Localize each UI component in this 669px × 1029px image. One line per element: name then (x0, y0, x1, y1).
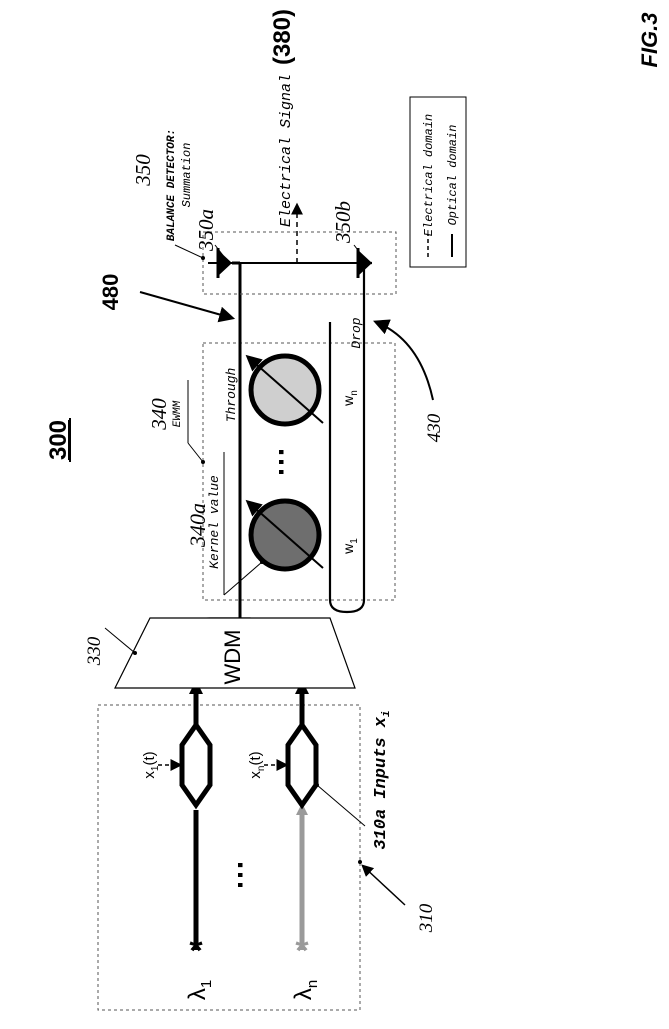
ring-ref: 340a (185, 503, 210, 548)
pd-a-ref: 350a (194, 209, 218, 252)
input-block-ref-arrow (361, 864, 406, 906)
through-label: Through (224, 368, 239, 423)
lambda-n-label: λn (290, 980, 321, 1000)
modulator-1 (179, 720, 213, 810)
legend-optical-label: Optical domain (446, 125, 460, 226)
drop-ref-arrow (373, 319, 434, 401)
inputs-label: 310a Inputs xi (372, 710, 393, 849)
legend-box (409, 96, 467, 268)
modulator-n (285, 720, 319, 810)
detector-frame (202, 231, 397, 295)
ewmm-ref-leader (187, 442, 204, 463)
system-ref: 300 (45, 420, 72, 460)
source-1-star: * (189, 932, 203, 970)
fig-label: FIG.3 (637, 12, 662, 67)
wdm-ref: 330 (84, 636, 105, 666)
through-ref-arrow (139, 291, 236, 323)
ewmm-label: EWMM (172, 400, 184, 427)
drop-label: Drop (349, 317, 364, 348)
output-label: Electrical Signal (380) (269, 9, 296, 227)
lambda-1-label: λ1 (184, 980, 215, 1000)
wdm-trapezoid (114, 617, 356, 689)
detector-subtitle: Summation (180, 143, 194, 208)
rings-ellipsis: ⋯ (265, 447, 298, 477)
kernel-leader (223, 561, 263, 596)
ewmm-frame (202, 342, 396, 601)
detector-ref: 350 (131, 154, 155, 187)
wdm-label: WDM (220, 630, 245, 685)
output-ref: (380) (269, 9, 296, 65)
signal-n-label: xn(t) (247, 751, 267, 778)
drop-ref: 430 (424, 413, 445, 442)
signal-1-label: x1(t) (141, 751, 161, 778)
pd-b-ref: 350b (331, 201, 355, 244)
detector-title: BALANCE DETECTOR: (166, 129, 178, 241)
weight-1-label: w1 (340, 538, 360, 555)
input-block-frame (97, 704, 361, 1011)
input-block-ref: 310 (416, 903, 437, 933)
channels-ellipsis: ⋯ (224, 860, 257, 890)
source-n-star: * (295, 932, 309, 970)
through-ref: 480 (98, 274, 123, 311)
ring-1-tuning-arrow (245, 499, 324, 569)
legend-electrical-label: Electrical domain (422, 114, 436, 236)
kernel-value-label: Kernel value (207, 475, 222, 569)
weight-n-label: wn (340, 390, 360, 407)
ring-n-tuning-arrow (245, 354, 324, 424)
detector-ref-leader (174, 244, 204, 259)
ewmm-ref: 340 (147, 398, 171, 431)
modulator-ref-leader (316, 784, 366, 827)
wdm-ref-leader (104, 627, 136, 654)
drop-waveguide (328, 261, 372, 614)
